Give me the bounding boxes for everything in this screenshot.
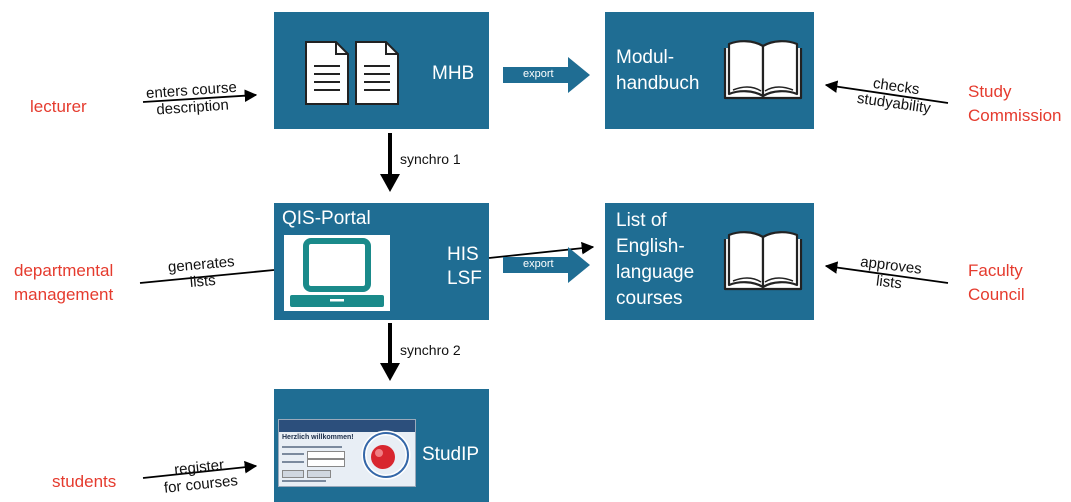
actor-name-line: Study [968,82,1012,101]
study-commission-arrow [824,80,949,104]
studip-welcome-heading: Herzlich willkommen! [282,434,354,441]
actor-name-line: departmental [14,261,114,280]
mhb-box: MHB [274,12,489,129]
book-icon [723,231,803,291]
export-arrow-1 [503,57,590,93]
his-label: HIS [447,244,479,265]
book-icon [723,40,803,100]
synchro-1-arrow-head [380,174,400,192]
actor-students: students [52,472,117,491]
studip-logo-icon [361,430,411,480]
export-label-2: export [523,258,554,270]
modulhandbuch-box: Modul- handbuch [605,12,814,129]
lsf-label: LSF [447,268,482,289]
qis-portal-box: QIS-Portal HIS LSF [274,203,489,320]
actor-study-commission: Study Commission [968,81,1062,127]
actor-name-line: Faculty [968,261,1023,280]
actor-name-line: management [14,285,114,304]
export-label-1: export [523,68,554,80]
qis-portal-title: QIS-Portal [282,208,371,229]
actor-name-line: Commission [968,106,1062,125]
faculty-arrow [824,261,949,284]
english-label-3: language [616,262,695,283]
synchro-2-arrow-head [380,363,400,381]
lecturer-edge-label: enters course description [139,78,245,119]
laptop-icon [284,235,390,311]
actor-lecturer: lecturer [30,97,87,116]
studip-box: Herzlich willkommen! StudIP [274,389,489,502]
qis-to-list-arrow [488,241,595,259]
modulhandbuch-label-2: handbuch [616,73,700,94]
actor-name-line: Council [968,285,1025,304]
studip-login-screenshot: Herzlich willkommen! [278,419,416,487]
english-label-4: courses [616,288,683,309]
students-arrow [142,460,258,479]
english-label-2: English- [616,236,685,257]
english-label-1: List of [616,210,667,231]
studip-label: StudIP [422,444,480,465]
actor-departmental-management: departmental management [14,260,113,306]
actor-faculty-council: Faculty Council [968,260,1025,306]
english-courses-box: List of English- language courses [605,203,814,320]
export-arrow-2 [503,247,590,283]
synchro-1-label: synchro 1 [400,151,461,167]
modulhandbuch-label-1: Modul- [616,47,675,68]
departmental-line [139,269,275,284]
synchro-2-label: synchro 2 [400,342,461,358]
document-icon [305,41,399,105]
mhb-label: MHB [432,63,475,84]
lecturer-arrow [142,89,258,103]
